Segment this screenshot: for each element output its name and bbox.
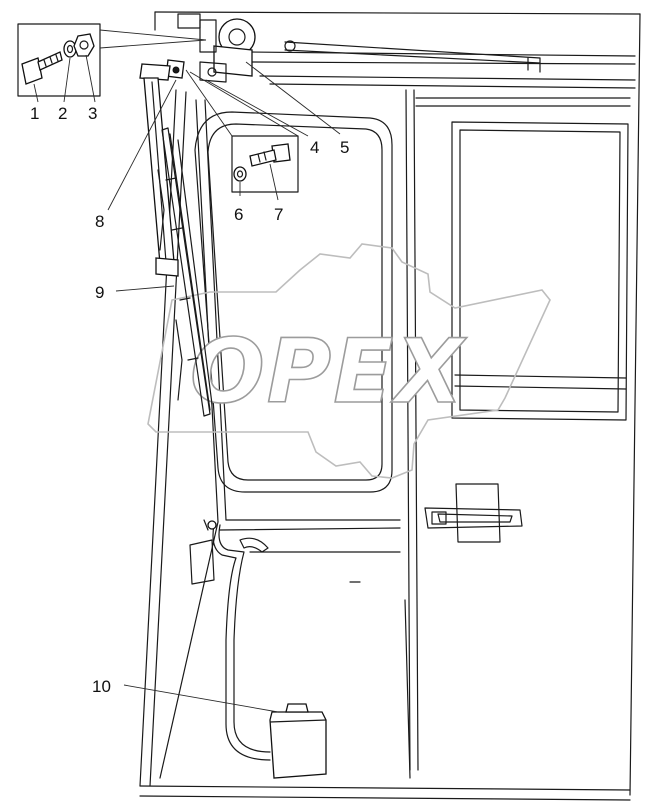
- callout-5: 5: [340, 138, 349, 157]
- watermark: OPEX: [147, 243, 551, 479]
- callout-10: 10: [92, 677, 111, 696]
- cab-structure: [139, 11, 641, 801]
- wiper-motor: [177, 13, 256, 83]
- callout-8: 8: [95, 212, 104, 231]
- callout-numbers: 1 2 3 4 5 6 7 8 9 10: [30, 104, 349, 696]
- leader-lines: [107, 61, 341, 713]
- callout-7: 7: [274, 205, 283, 224]
- callout-2: 2: [58, 104, 67, 123]
- inset-fastener-set-2: [185, 69, 299, 201]
- callout-3: 3: [88, 104, 97, 123]
- callout-1: 1: [30, 104, 39, 123]
- watermark-text: OPEX: [190, 320, 467, 423]
- inset-fastener-set-1: [17, 23, 207, 103]
- callout-9: 9: [95, 283, 104, 302]
- washer-tank: [207, 520, 327, 779]
- callout-4: 4: [310, 138, 319, 157]
- wiper-arm-and-blade: [139, 59, 213, 417]
- callout-6: 6: [234, 205, 243, 224]
